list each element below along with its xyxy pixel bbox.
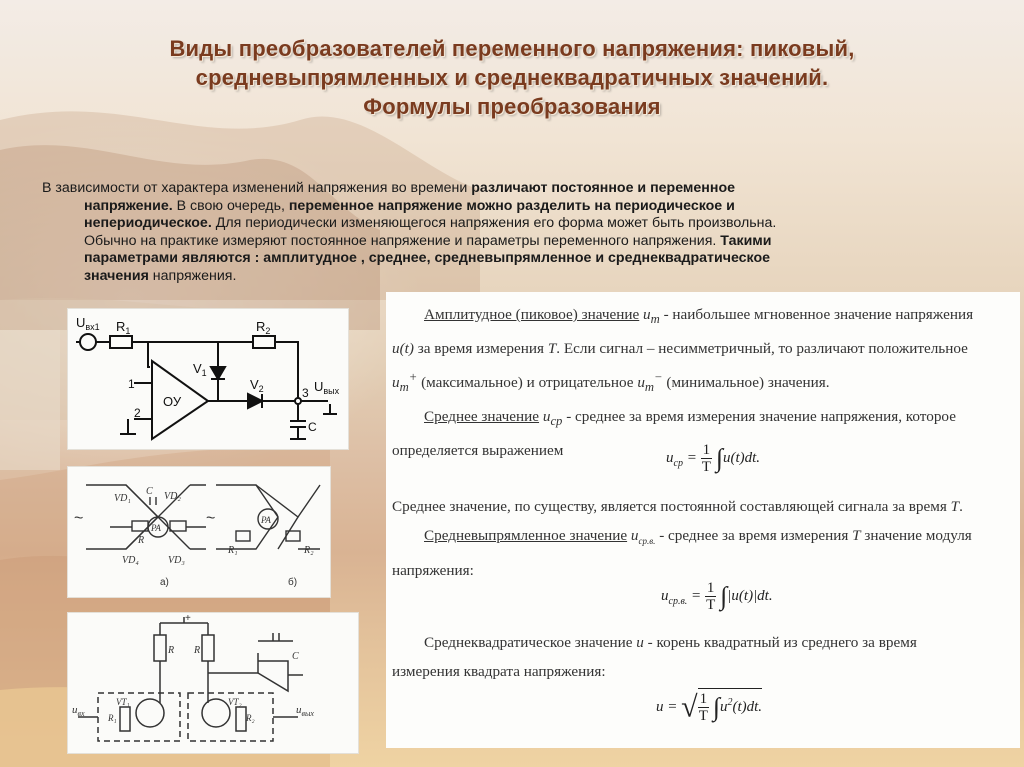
amplitude-section: Амплитудное (пиковое) значение um - наиб… xyxy=(392,300,1014,465)
vd3-label: VD₃ xyxy=(168,555,185,566)
intro-bold-text: значения xyxy=(84,267,149,284)
formulas-panel: Амплитудное (пиковое) значение um - наиб… xyxy=(386,292,1020,748)
uin-label: uвх xyxy=(72,704,85,718)
intro-text: Для периодически изменяющегося напряжени… xyxy=(211,215,777,231)
pa-label: PA xyxy=(150,523,161,533)
uout-label: uвых xyxy=(296,704,314,718)
amplitude-line-3: um+ (максимальное) и отрицательное um− (… xyxy=(392,370,830,395)
plus-label: + xyxy=(185,613,191,624)
intro-line-5: параметрами являются : амплитудное , сре… xyxy=(42,250,982,268)
intro-text: В зависимости от характера изменений нап… xyxy=(42,180,472,196)
r1-label: R₁ xyxy=(227,545,238,556)
peak-detector-circuit: Uвх1 R1 R2 V1 V2 1 2 3 ОУ C Uвых xyxy=(67,308,349,450)
intro-bold-text: параметрами являются : амплитудное , сре… xyxy=(84,250,771,266)
r2-label: R₂ xyxy=(245,713,255,723)
r1-label: R1 xyxy=(116,319,130,336)
diode-v1 xyxy=(209,366,227,381)
bridge-schematic: VD₁ VD₂ VD₃ VD₄ C PA R PA R₁ R₂ ~ ~ а) б… xyxy=(74,484,321,588)
bridge-rectifier-circuits: VD₁ VD₂ VD₃ VD₄ C PA R PA R₁ R₂ ~ ~ а) б… xyxy=(67,466,331,598)
capacitor-c xyxy=(290,420,306,428)
intro-bold-text: напряжение. xyxy=(84,197,173,214)
intro-bold-text: непериодическое. xyxy=(84,215,212,231)
node-3-label: 3 xyxy=(302,386,309,400)
average-line-2: определяется выражением xyxy=(392,442,564,460)
vd2-label: VD₂ xyxy=(164,491,181,502)
node-2-label: 2 xyxy=(134,406,141,420)
intro-line-3: непериодическое. Для периодически изменя… xyxy=(42,215,982,233)
intro-paragraph: В зависимости от характера изменений нап… xyxy=(42,180,982,285)
rectified-line-2: напряжения: xyxy=(392,562,474,580)
rectified-title: Средневыпрямленное значение xyxy=(424,527,628,544)
amplitude-line-2: u(t) за время измерения T. Если сигнал –… xyxy=(392,340,968,358)
title-line-2: средневыпрямленных и среднеквадратичных … xyxy=(195,65,829,90)
slide-title: Виды преобразователей переменного напряж… xyxy=(40,34,984,121)
v2-label: V2 xyxy=(250,377,264,394)
resistor-r1 xyxy=(109,335,133,349)
intro-line-6: значения напряжения. xyxy=(42,268,982,286)
resistor-r2 xyxy=(252,335,276,349)
r-label-left: R xyxy=(167,645,174,656)
rms-title: Среднеквадратическое значение xyxy=(424,634,633,651)
c-label: C xyxy=(146,486,153,497)
label-a: а) xyxy=(160,577,169,588)
rms-line-1: Среднеквадратическое значение u - корень… xyxy=(424,634,917,651)
intro-bold-text: различают постоянное и переменное xyxy=(471,180,735,196)
resistor-r-right xyxy=(201,634,215,662)
c-label: C xyxy=(308,420,317,434)
uin-label: Uвх1 xyxy=(76,315,100,332)
average-line-1: Среднее значение uср - среднее за время … xyxy=(424,408,956,429)
vd4-label: VD₄ xyxy=(122,555,139,566)
title-line-3: Формулы преобразования xyxy=(363,94,661,119)
op-amp-triangle xyxy=(151,359,210,441)
ac-source-a: ~ xyxy=(74,510,83,527)
r2-label: R2 xyxy=(256,319,270,336)
amplitude-text: - наибольшее мгновенное значение напряже… xyxy=(659,306,974,323)
intro-bold-text: Такими xyxy=(720,232,772,249)
vt2-label: VT₂ xyxy=(228,697,242,707)
r1-label: R₁ xyxy=(107,713,117,723)
peak-detector-schematic: Uвх1 R1 R2 V1 V2 1 2 3 ОУ C Uвых xyxy=(76,315,340,441)
rms-section: Среднеквадратическое значение u - корень… xyxy=(392,628,1014,686)
ac-source-b: ~ xyxy=(206,510,215,527)
r-label-right: R xyxy=(193,645,200,656)
r-label: R xyxy=(137,535,144,546)
node-1-label: 1 xyxy=(128,377,135,391)
intro-line-1: В зависимости от характера изменений нап… xyxy=(42,180,982,198)
label-b: б) xyxy=(288,576,297,588)
diode-v2 xyxy=(247,392,265,410)
pa-label-b: PA xyxy=(260,515,271,525)
intro-text: Обычно на практике измеряют постоянное н… xyxy=(84,232,721,249)
input-source-symbol xyxy=(79,333,97,351)
vt1-label: VT₁ xyxy=(116,697,130,707)
rms-line-2: измерения квадрата напряжения: xyxy=(392,663,606,680)
average-title: Среднее значение xyxy=(424,408,540,426)
intro-text: напряжения. xyxy=(148,267,237,284)
r2-label: R₂ xyxy=(303,545,314,556)
vd1-label: VD₁ xyxy=(114,493,131,504)
average-note: Среднее значение, по существу, является … xyxy=(392,492,1014,585)
c-label: C xyxy=(292,651,299,662)
average-note-line: Среднее значение, по существу, является … xyxy=(392,498,963,515)
rectified-line-1: Средневыпрямленное значение uср.в. - сре… xyxy=(424,527,972,547)
transistor-schematic: + R R C VT₁ VT₂ R₁ R₂ uвх uвых xyxy=(72,613,314,742)
amplitude-symbol: um xyxy=(643,306,660,327)
intro-line-2: напряжение. В свою очередь, переменное н… xyxy=(42,198,982,216)
v1-label: V1 xyxy=(193,361,207,378)
title-line-1: Виды преобразователей переменного напряж… xyxy=(169,36,855,61)
intro-text: В свою очередь, xyxy=(172,197,289,214)
amplitude-title: Амплитудное (пиковое) значение xyxy=(424,306,640,323)
op-amp-label: ОУ xyxy=(163,394,182,409)
transistor-converter-circuit: + R R C VT₁ VT₂ R₁ R₂ uвх uвых xyxy=(67,612,359,754)
intro-bold-text: переменное напряжение можно разделить на… xyxy=(288,197,735,214)
intro-line-4: Обычно на практике измеряют постоянное н… xyxy=(42,233,982,251)
uout-label: Uвых xyxy=(314,379,340,396)
amplitude-line-1: Амплитудное (пиковое) значение um - наиб… xyxy=(392,300,1014,334)
resistor-r-left xyxy=(153,634,167,662)
